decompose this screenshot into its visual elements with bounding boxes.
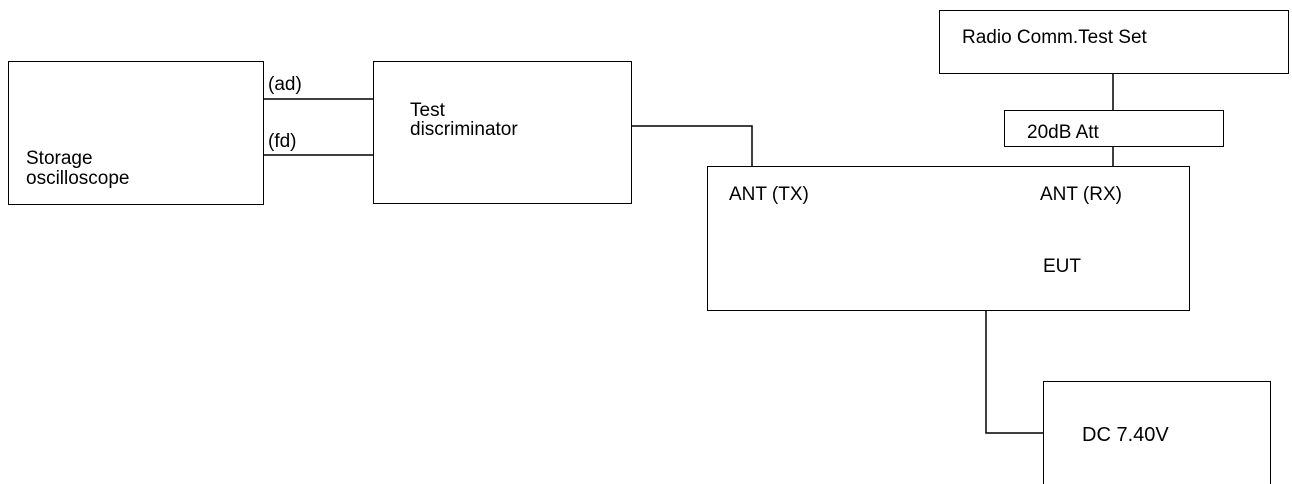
- test-set-label: Radio Comm.Test Set: [962, 27, 1147, 48]
- oscilloscope-label-line2: oscilloscope: [26, 168, 130, 189]
- discriminator-label-line1: Test: [410, 100, 445, 121]
- dc-power-label: DC 7.40V: [1082, 424, 1169, 446]
- radio-comm-test-set-box: [939, 10, 1289, 74]
- eut-ant-rx-label: ANT (RX): [1040, 184, 1122, 205]
- discriminator-to-eut-wire: [631, 125, 753, 166]
- ad-connection-label: (ad): [268, 74, 302, 95]
- discriminator-label-line2: discriminator: [410, 119, 518, 140]
- dc-power-box: [1043, 381, 1271, 484]
- eut-box: [707, 166, 1190, 311]
- eut-ant-tx-label: ANT (TX): [729, 184, 809, 205]
- eut-label: EUT: [1043, 256, 1081, 277]
- fd-connection-label: (fd): [268, 131, 297, 152]
- test-discriminator-box: [373, 61, 632, 204]
- oscilloscope-label-line1: Storage: [26, 148, 93, 169]
- storage-oscilloscope-box: [8, 61, 264, 205]
- eut-to-power-wire: [985, 310, 1043, 434]
- attenuator-label: 20dB Att: [1027, 122, 1099, 140]
- attenuator-box: [1004, 110, 1224, 147]
